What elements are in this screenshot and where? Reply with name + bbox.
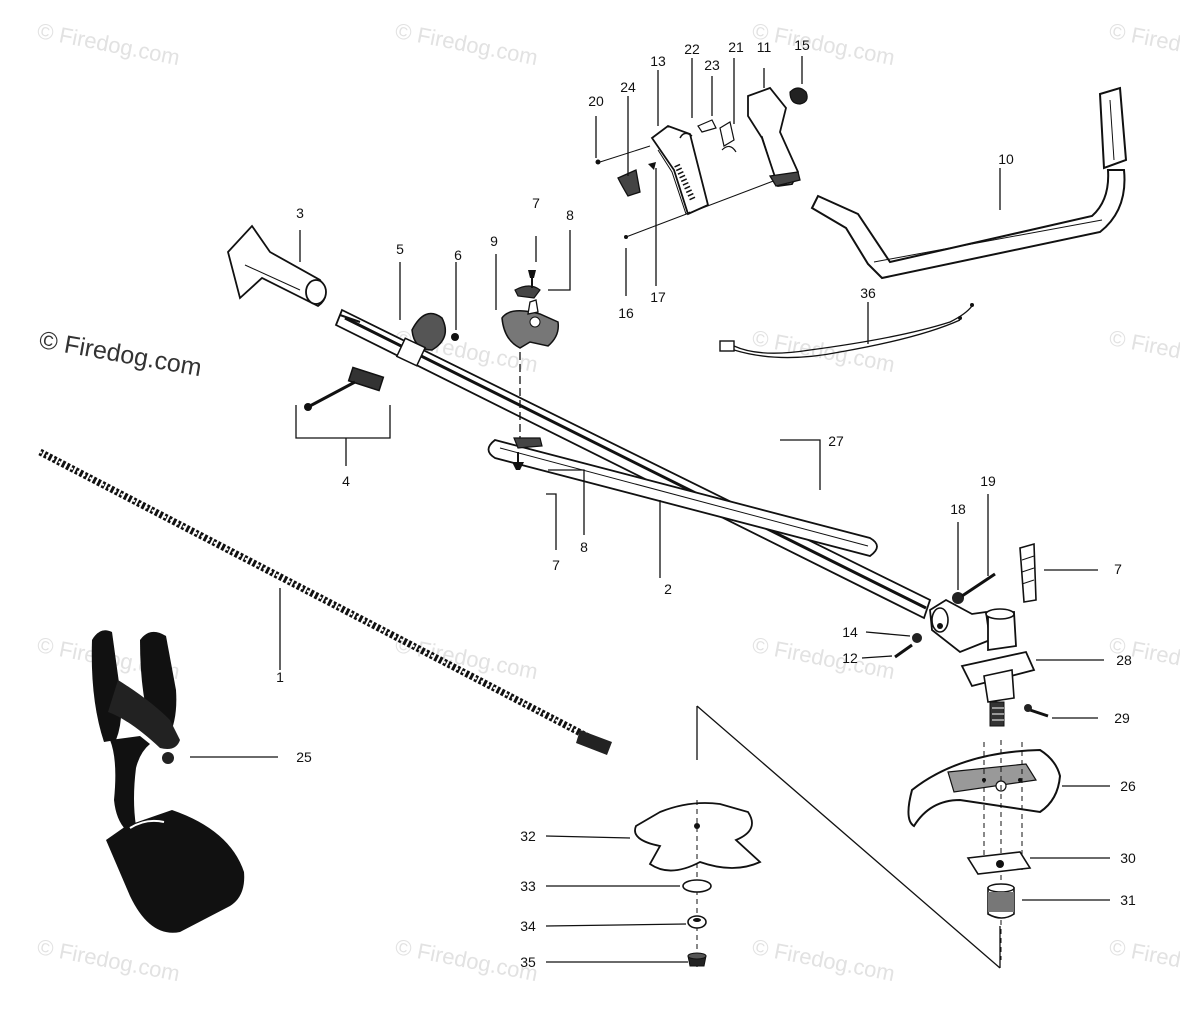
callout-10: 10 [998, 151, 1014, 167]
main-tube-part [334, 308, 932, 620]
callout-9: 9 [490, 233, 498, 249]
callout-31: 31 [1120, 892, 1136, 908]
callout-17: 17 [650, 289, 666, 305]
handle-bracket-part [295, 366, 391, 466]
callout-2: 2 [664, 581, 672, 597]
throttle-handle-part [595, 119, 777, 239]
callout-12: 12 [842, 650, 858, 666]
callout-7-top: 7 [532, 195, 540, 211]
callout-32: 32 [520, 828, 536, 844]
leader-lines [190, 56, 1110, 963]
callout-3: 3 [296, 205, 304, 221]
callout-6: 6 [454, 247, 462, 263]
callout-24: 24 [620, 79, 636, 95]
callout-25: 25 [296, 749, 312, 765]
harness-part [91, 630, 245, 933]
adapter-plate-part [966, 851, 1032, 919]
blade-guard-part [907, 740, 1062, 960]
blade-assembly-part [634, 705, 1001, 969]
callout-26: 26 [1120, 778, 1136, 794]
drive-shaft-part [38, 448, 612, 755]
rear-grip-part [747, 86, 808, 187]
callout-29: 29 [1114, 710, 1130, 726]
callout-33: 33 [520, 878, 536, 894]
gear-head-part [894, 542, 1049, 727]
callout-18: 18 [950, 501, 966, 517]
callout-8-lower: 8 [580, 539, 588, 555]
callout-21: 21 [728, 39, 744, 55]
callout-22: 22 [684, 41, 700, 57]
callout-7-lower: 7 [552, 557, 560, 573]
callout-35: 35 [520, 954, 536, 970]
callout-1: 1 [276, 669, 284, 685]
front-grip-part [227, 224, 327, 308]
clamp-part [395, 312, 459, 367]
sleeve-part [487, 439, 878, 557]
callout-14: 14 [842, 624, 858, 640]
callout-23: 23 [704, 57, 720, 73]
callout-36: 36 [860, 285, 876, 301]
handlebar-part [810, 86, 1128, 280]
callout-11: 11 [757, 39, 772, 55]
callout-13: 13 [650, 53, 666, 69]
callout-20: 20 [588, 93, 604, 109]
callout-16: 16 [618, 305, 634, 321]
callout-34: 34 [520, 918, 536, 934]
callout-27: 27 [828, 433, 844, 449]
callout-7-right: 7 [1114, 561, 1122, 577]
callout-8-top: 8 [566, 207, 574, 223]
callout-15: 15 [794, 37, 810, 53]
callout-19: 19 [980, 473, 996, 489]
callout-labels: 1 2 3 4 5 6 7 7 7 8 8 9 10 11 12 13 14 1… [276, 37, 1136, 970]
callout-5: 5 [396, 241, 404, 257]
throttle-mount-part [501, 270, 560, 470]
callout-28: 28 [1116, 652, 1132, 668]
wire-harness-part [719, 303, 974, 359]
callout-4: 4 [342, 473, 350, 489]
callout-30: 30 [1120, 850, 1136, 866]
